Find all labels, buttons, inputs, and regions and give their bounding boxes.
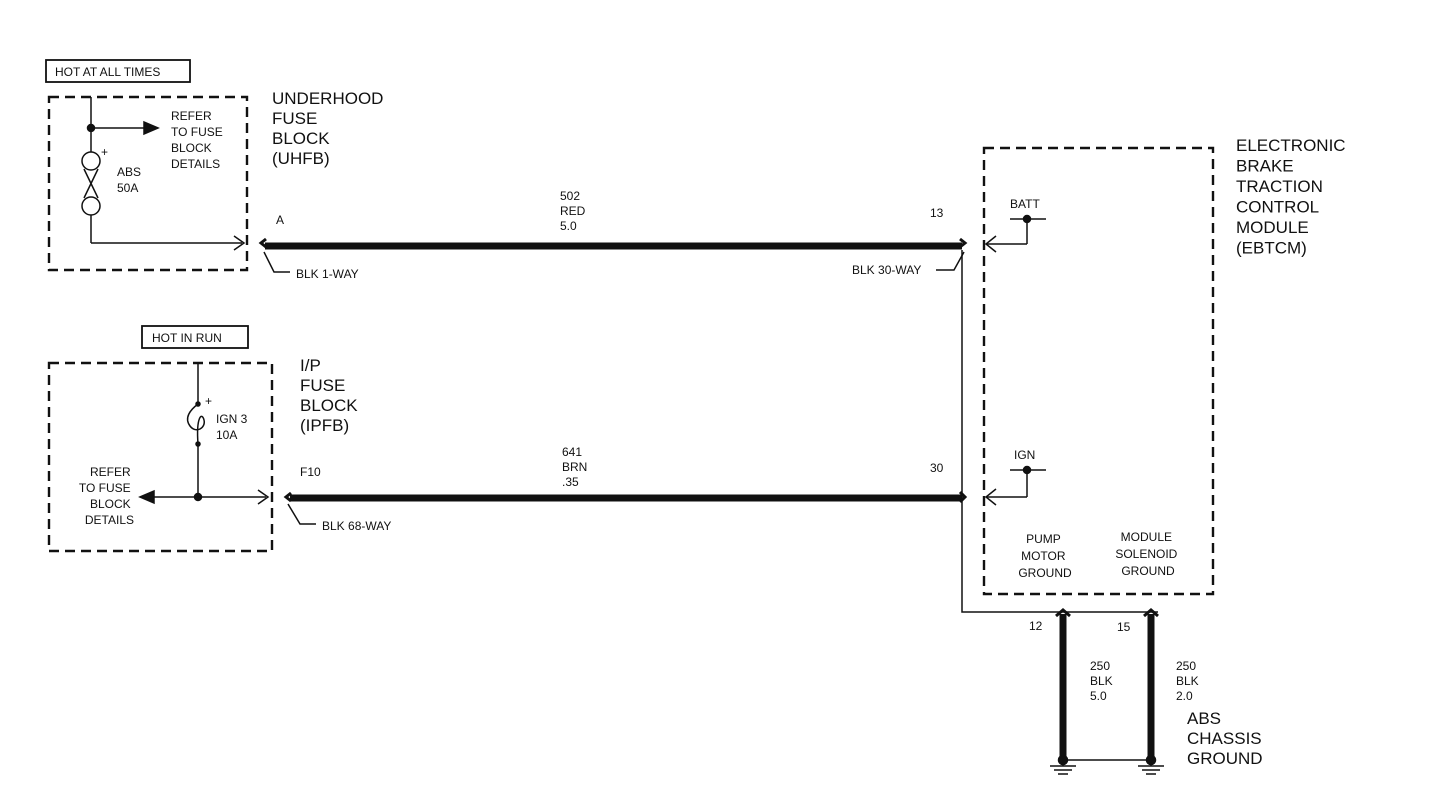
ebtcm-pin-30-label: 30 (930, 461, 944, 475)
uhfb-connector-icon (258, 237, 267, 249)
ebtcm-connector-shell (961, 250, 1158, 613)
ipfb-terminal-label: F10 (300, 465, 321, 479)
ipfb-refer-text: REFER TO FUSE BLOCK DETAILS (79, 465, 134, 527)
ebtcm-pump-ground-label: PUMP MOTOR GROUND (1018, 532, 1072, 580)
ground-symbol-12-icon (1050, 754, 1076, 775)
ipfb-power-tag: HOT IN RUN (152, 331, 222, 345)
ipfb-name: I/P FUSE BLOCK (IPFB) (300, 356, 362, 435)
ipfb-fuse-top-dot (195, 401, 201, 407)
ebtcm-batt-label: BATT (1010, 197, 1040, 211)
ipfb-box (47, 361, 274, 553)
ipfb-terminal-arrow-icon (257, 489, 270, 505)
uhfb-refer-arrow-icon (143, 120, 160, 136)
ipfb-connector-label: BLK 68-WAY (322, 519, 391, 533)
uhfb-name: UNDERHOOD FUSE BLOCK (UHFB) (272, 89, 388, 168)
ipfb-refer-arrow-icon (138, 489, 155, 505)
uhfb-fuse-top-icon (81, 151, 101, 171)
uhfb-connector-label: BLK 1-WAY (296, 267, 359, 281)
ebtcm-ign-label: IGN (1014, 448, 1035, 462)
ebtcm-connector-label: BLK 30-WAY (852, 263, 921, 277)
uhfb-power-tag: HOT AT ALL TIMES (55, 65, 160, 79)
uhfb-terminal-arrow-icon (233, 235, 246, 251)
ipfb-connector-icon (283, 491, 292, 503)
ebtcm-solenoid-ground-label: MODULE SOLENOID GROUND (1115, 530, 1180, 578)
uhfb-refer-text: REFER TO FUSE BLOCK DETAILS (171, 109, 226, 171)
wire-641-label: 641 BRN .35 (562, 445, 591, 489)
ipfb-tag-box (141, 325, 249, 349)
uhfb-tag-box (45, 59, 191, 83)
ground-pin-15-connector-icon (1143, 608, 1159, 618)
ebtcm-box (982, 146, 1215, 596)
ground-wire-12-label: 250 BLK 5.0 (1090, 659, 1116, 703)
uhfb-fuse-bottom-icon (81, 196, 101, 216)
ground-symbol-15-icon (1138, 754, 1164, 775)
uhfb-connector-leader (263, 251, 290, 273)
ipfb-fuse-label: IGN 3 10A (216, 412, 251, 442)
ground-pin-12-label: 12 (1029, 619, 1043, 633)
uhfb-fuse-label: ABS 50A (117, 165, 144, 195)
ipfb-fuse-polarity: + (205, 394, 212, 408)
ebtcm-pin-13-label: 13 (930, 206, 944, 220)
labels: HOT AT ALL TIMES UNDERHOOD FUSE BLOCK (U… (55, 65, 1350, 768)
ipfb-fuse-link-icon (186, 403, 205, 445)
ground-pin-12-connector-icon (1055, 608, 1071, 618)
ebtcm-30way-leader (936, 251, 965, 271)
ebtcm-connector-13-icon (959, 237, 968, 249)
ground-pin-15-label: 15 (1117, 620, 1131, 634)
ebtcm-name: ELECTRONIC BRAKE TRACTION CONTROL MODULE… (1236, 136, 1350, 258)
chassis-ground-label: ABS CHASSIS GROUND (1187, 709, 1266, 768)
ground-wire-15-label: 250 BLK 2.0 (1176, 659, 1202, 703)
uhfb-box (47, 95, 249, 272)
ipfb-connector-leader (287, 503, 316, 525)
uhfb-terminal-label: A (276, 213, 284, 227)
uhfb-fuse-polarity: + (101, 145, 108, 159)
wire-502-label: 502 RED 5.0 (560, 189, 589, 233)
uhfb-fuse-cross-2 (83, 168, 99, 199)
